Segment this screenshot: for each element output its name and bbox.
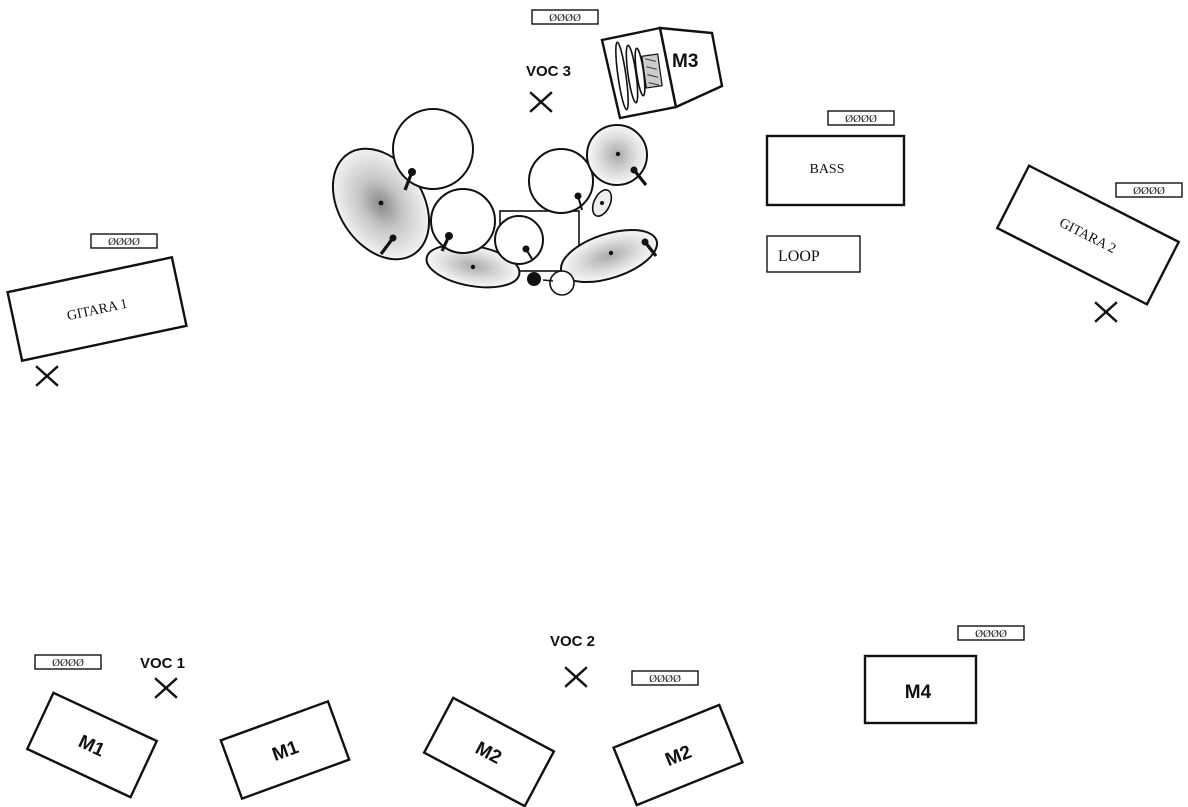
power-outlet-label: ØØØØ xyxy=(549,12,581,24)
power-outlet-label: ØØØØ xyxy=(845,113,877,125)
power-outlet-label: ØØØØ xyxy=(108,236,140,248)
monitor-m4: M4 xyxy=(863,654,978,725)
bass-amp-label: BASS xyxy=(809,162,844,177)
vocal-mark-2 xyxy=(564,666,588,688)
guitar-2-amp: GITARA 2 xyxy=(995,164,1181,306)
vocal-position-2: VOC 2 xyxy=(550,633,595,688)
guitar-2-position-mark xyxy=(1094,301,1118,323)
power-outlet-label: ØØØØ xyxy=(649,673,681,685)
power-outlet-strip: ØØØØ xyxy=(531,9,599,25)
monitor-m2-left: M2 xyxy=(422,696,556,807)
loop-box: LOOP xyxy=(766,235,861,273)
power-outlet-label: ØØØØ xyxy=(975,628,1007,640)
snare-drum xyxy=(549,270,575,296)
power-outlet-label: ØØØØ xyxy=(52,657,84,669)
monitor-m1-right: M1 xyxy=(219,699,351,801)
vocal-mark-1 xyxy=(154,677,178,699)
vocal-label-3: VOC 3 xyxy=(526,63,571,80)
vocal-position-1: VOC 1 xyxy=(140,655,185,699)
monitor-m2-right: M2 xyxy=(611,703,745,807)
guitar-1-amp: GITARA 1 xyxy=(6,255,188,363)
vocal-mark-3 xyxy=(529,91,553,113)
vocal-position-3: VOC 3 xyxy=(526,63,571,113)
loop-label: LOOP xyxy=(778,248,820,265)
rack-tom-3 xyxy=(528,148,594,214)
rack-tom-2 xyxy=(494,215,544,265)
monitor-m3: M3 xyxy=(600,26,724,120)
rack-tom-1 xyxy=(430,188,496,254)
monitor-m3-label: M3 xyxy=(672,51,698,72)
power-outlet-strip: ØØØØ xyxy=(1115,182,1183,198)
vocal-label-2: VOC 2 xyxy=(550,633,595,650)
power-outlet-strip: ØØØØ xyxy=(90,233,158,249)
guitar-1-position-mark xyxy=(35,365,59,387)
power-outlet-strip: ØØØØ xyxy=(34,654,102,670)
bass-amp: BASS xyxy=(765,134,906,207)
speaker-cone-icon xyxy=(615,41,663,111)
monitor-m1-left: M1 xyxy=(25,691,159,799)
power-outlet-strip: ØØØØ xyxy=(631,670,699,686)
vocal-label-1: VOC 1 xyxy=(140,655,185,672)
power-outlet-label: ØØØØ xyxy=(1133,185,1165,197)
power-outlet-strip: ØØØØ xyxy=(827,110,895,126)
pedal-beater xyxy=(527,272,541,286)
floor-tom xyxy=(392,108,474,190)
monitor-m4-label: M4 xyxy=(905,682,932,703)
power-outlet-strip: ØØØØ xyxy=(957,625,1025,641)
drum-kit xyxy=(331,108,659,296)
cymbal-center xyxy=(378,200,384,206)
